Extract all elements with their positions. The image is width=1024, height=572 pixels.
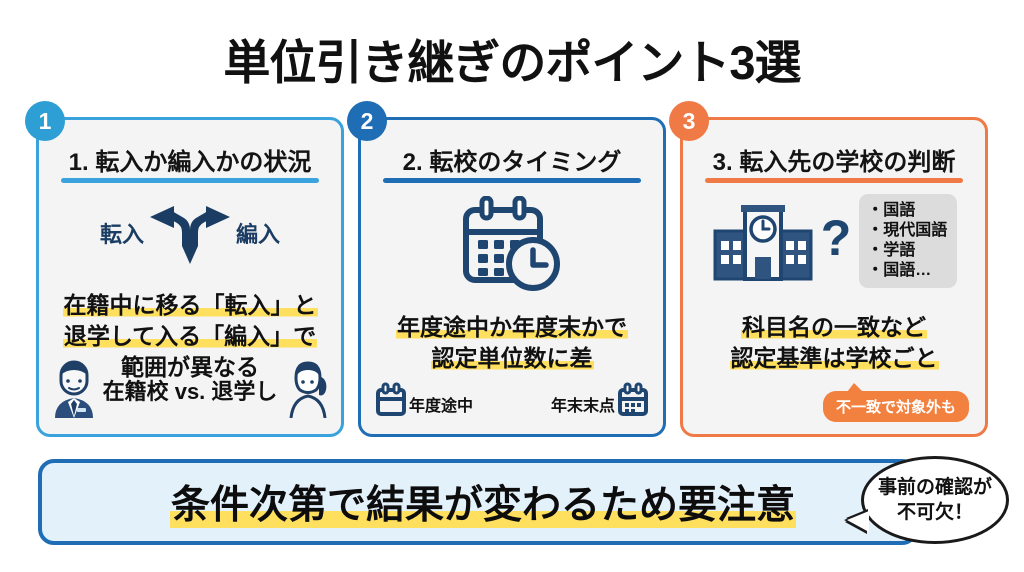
bubble-line-1: 事前の確認が [877,477,992,498]
male-student-icon [54,360,93,418]
page-title: 単位引き継ぎのポイント3選 [223,36,801,89]
fork-right-label: 編入 [236,222,281,247]
card-1-body: 在籍中に移る「転入」と 退学して入る「編入」で 範囲が異なる [39,290,341,383]
female-person-icon [289,361,327,418]
card-2-footer-label-right: 年末末点 [550,398,615,415]
card-2-footer: 年度途中 年末末点 [375,382,649,416]
card-1-divider [61,178,319,183]
school-building-icon [713,205,813,281]
card-3-title: 3. 転入先の学校の判断 [712,149,956,176]
card-2-footer-item-right: 年末末点 [551,382,649,416]
calendar-icon [376,382,406,416]
card-point-2: 2 2. 転校のタイミング [347,101,666,437]
card-3-note-badge: 不一致で対象外も [822,383,969,422]
card-point-1: 1 1. 転入か編入かの状況 転入 編入 在籍中に移る「転入」と 退学して入る「… [25,101,344,437]
card-3-divider [705,178,963,183]
card-1-caption-row: 在籍校 vs. 退学し [39,356,341,418]
card-1-caption: 在籍校 vs. 退学し [102,379,278,404]
card-2-line-2: 認定単位数に差 [430,345,594,371]
card-3-graphics: ? 国語 現代国語 学語 国語… [693,194,975,288]
bubble-line-2: 不可欠！ [896,502,973,523]
card-2-number-badge: 2 [347,101,387,141]
calendar-icon [618,382,648,416]
card-1-title: 1. 転入か編入かの状況 [68,149,312,176]
card-3-body: 科目名の一致など 認定基準は学校ごと [683,312,985,374]
fork-left-label: 転入 [99,222,144,247]
card-2-divider [383,178,641,183]
fork-arrow-icon [150,206,230,264]
banner-text: 条件次第で結果が変わるため要注意 [42,463,914,541]
card-2-line-1: 年度途中か年度末かで [396,314,628,340]
card-2-footer-label-left: 年度途中 [409,398,474,415]
calendar-clock-icon [463,196,560,291]
subject-item: 学語 [867,241,947,261]
card-3-line-2: 認定基準は学校ごと [729,345,939,371]
subject-item: 現代国語 [867,221,947,241]
card-1-line-3: 範囲が異なる [121,354,259,380]
card-2-body: 年度途中か年度末かで 認定単位数に差 [361,312,663,374]
card-2-footer-item-left: 年度途中 [375,382,473,416]
speech-bubble-tail [847,511,869,532]
card-1-number-badge: 1 [25,101,65,141]
card-point-3: 3 3. 転入先の学校の判断 [669,101,988,437]
speech-bubble: 事前の確認が 不可欠！ [847,456,1009,544]
subject-item: 国語 [867,201,947,221]
question-mark-icon: ? [820,210,852,266]
subject-item: 国語… [867,261,947,281]
bottom-banner: 条件次第で結果が変わるため要注意 [38,459,918,545]
card-3-line-1: 科目名の一致など [741,314,927,340]
card-3-number-badge: 3 [669,101,709,141]
card-2-title: 2. 転校のタイミング [402,149,622,176]
card-3-subject-list: 国語 現代国語 学語 国語… [859,194,958,288]
card-1-line-1: 在籍中に移る「転入」と [62,292,318,318]
card-2-icon-wrap [361,196,663,292]
card-1-fork-diagram: 転入 編入 [39,202,341,264]
card-1-line-2: 退学して入る「編入」で [62,323,318,349]
